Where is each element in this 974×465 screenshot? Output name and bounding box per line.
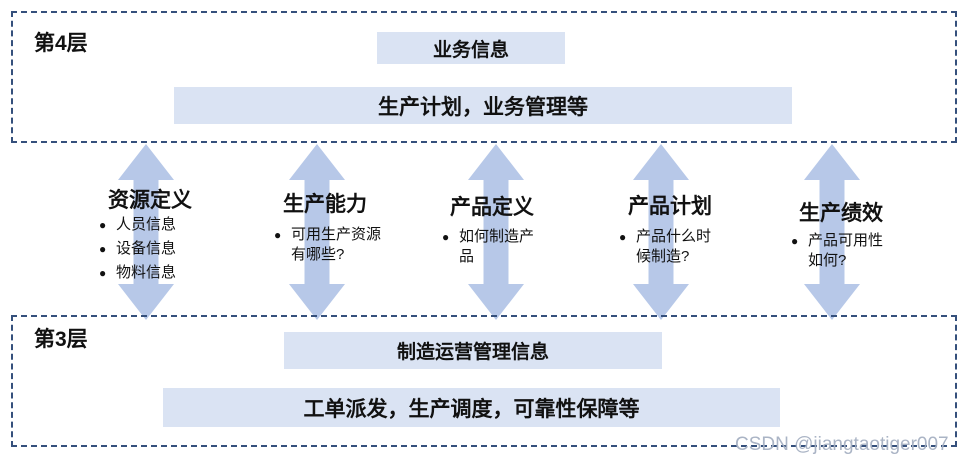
bullet-item: ● 产品可用性 如何? xyxy=(791,231,883,271)
column-title-production-capacity: 生产能力 xyxy=(283,193,367,216)
bullet-icon: ● xyxy=(442,230,450,244)
column-bullets-production-capacity: ● 可用生产资源 有哪些? xyxy=(274,225,381,265)
double-arrow-icon xyxy=(118,144,174,320)
column-title-product-definition: 产品定义 xyxy=(450,196,534,219)
column-bullets-production-performance: ● 产品可用性 如何? xyxy=(791,231,883,271)
column-bullets-resource-definition: ● 人员信息 ● 设备信息 ● 物料信息 xyxy=(99,215,176,283)
layer3-info-box: 制造运营管理信息 xyxy=(284,332,662,369)
column-bullets-product-definition: ● 如何制造产 品 xyxy=(442,227,534,267)
layer4-info-text: 业务信息 xyxy=(432,39,509,61)
double-arrow-icon xyxy=(804,144,860,320)
bullet-icon: ● xyxy=(791,234,799,248)
column-title-resource-definition: 资源定义 xyxy=(108,189,192,212)
layer4-info-box: 业务信息 xyxy=(377,32,565,64)
layer3-desc-text: 工单派发，生产调度，可靠性保障等 xyxy=(303,397,640,421)
layer4-desc-text: 生产计划，业务管理等 xyxy=(378,95,588,119)
double-arrow-icon xyxy=(289,144,345,320)
layer3-desc-box: 工单派发，生产调度，可靠性保障等 xyxy=(163,388,780,427)
bullet-text: 产品什么时 候制造? xyxy=(636,228,712,265)
bullet-text: 产品可用性 如何? xyxy=(808,232,884,269)
column-title-production-performance: 生产绩效 xyxy=(799,202,883,225)
bullet-item: ● 如何制造产 品 xyxy=(442,227,534,267)
layer4-container: 第4层 业务信息 生产计划，业务管理等 xyxy=(11,11,957,143)
layer3-info-text: 制造运营管理信息 xyxy=(396,342,549,363)
bullet-text: 人员信息 xyxy=(116,216,177,233)
bullet-item: ● 产品什么时 候制造? xyxy=(619,227,711,267)
bullet-text: 物料信息 xyxy=(116,264,177,281)
bullet-item: ● 可用生产资源 有哪些? xyxy=(274,225,381,265)
bullet-text: 可用生产资源 有哪些? xyxy=(291,226,382,263)
double-arrow-icon xyxy=(468,144,524,320)
layer4-label: 第4层 xyxy=(34,32,88,55)
column-bullets-product-schedule: ● 产品什么时 候制造? xyxy=(619,227,711,267)
double-arrow-icon xyxy=(633,144,689,320)
layer4-desc-box: 生产计划，业务管理等 xyxy=(174,87,792,124)
layer3-container: 第3层 制造运营管理信息 工单派发，生产调度，可靠性保障等 xyxy=(11,315,957,447)
watermark: CSDN @jiangtaotiger007 xyxy=(735,434,949,455)
bullet-text: 如何制造产 品 xyxy=(459,228,535,265)
bullet-icon: ● xyxy=(619,230,627,244)
bullet-icon: ● xyxy=(99,218,107,232)
layer3-label: 第3层 xyxy=(34,328,88,351)
bullet-item: ● 设备信息 xyxy=(99,239,176,259)
bullet-icon: ● xyxy=(99,242,107,256)
bullet-icon: ● xyxy=(274,228,282,242)
bullet-item: ● 物料信息 xyxy=(99,263,176,283)
bullet-icon: ● xyxy=(99,266,107,280)
bullet-text: 设备信息 xyxy=(116,240,177,257)
column-title-product-schedule: 产品计划 xyxy=(628,195,712,218)
bullet-item: ● 人员信息 xyxy=(99,215,176,235)
